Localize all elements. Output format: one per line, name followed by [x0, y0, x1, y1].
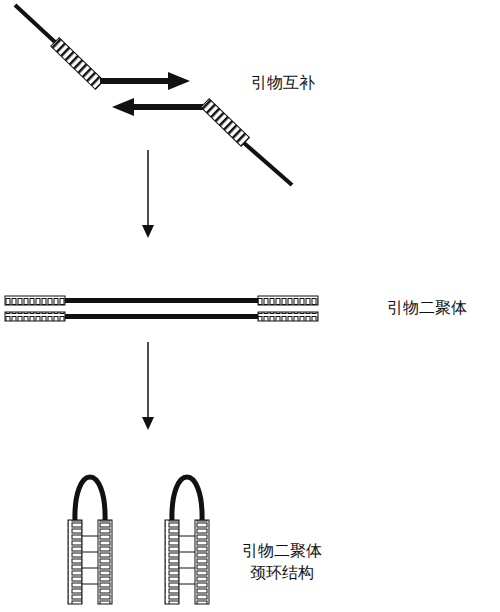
hairpin-loop: [68, 477, 112, 604]
down-arrow: [142, 342, 154, 430]
label-text: 引物二聚体 颈环结构: [232, 540, 332, 583]
label-text: 引物二聚体: [372, 297, 482, 319]
down-arrow: [142, 150, 154, 238]
primer-bottom: [112, 98, 292, 185]
hairpin-loop: [165, 477, 209, 604]
primer-dimer-strands: [5, 296, 318, 321]
primer-top: [15, 5, 190, 90]
label-text: 引物互补: [238, 72, 328, 94]
